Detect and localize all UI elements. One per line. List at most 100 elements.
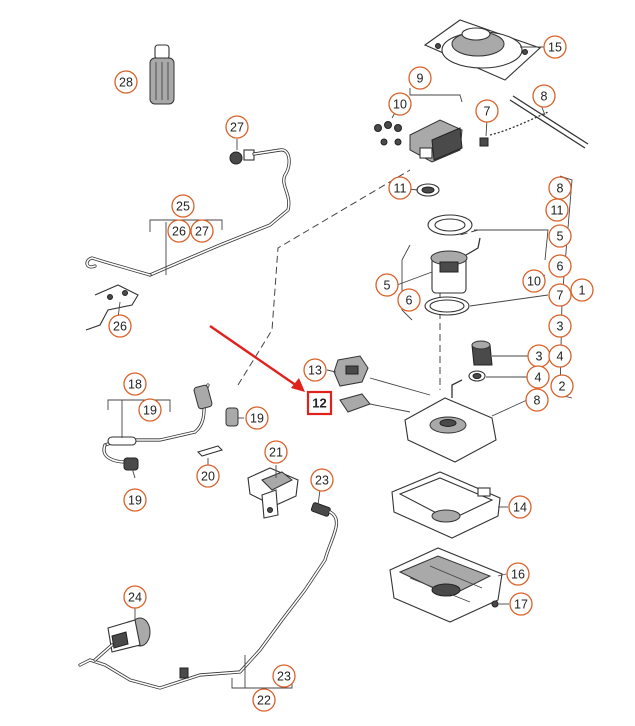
callout-circle xyxy=(310,468,334,492)
callout-c7b: 7 xyxy=(548,283,572,307)
callout-label: 23 xyxy=(277,670,291,684)
callout-label: 19 xyxy=(128,494,142,508)
callout-label: 8 xyxy=(557,182,564,196)
part-clip xyxy=(416,183,440,197)
callout-circle xyxy=(548,314,572,338)
callout-c25: 25 xyxy=(171,194,195,218)
part-control-unit xyxy=(374,119,489,163)
highlighted-callout: 12 xyxy=(306,390,333,416)
callout-c27a: 27 xyxy=(225,115,249,139)
callout-circle xyxy=(522,269,546,293)
part-seal-ring xyxy=(424,296,470,316)
callout-label: 27 xyxy=(230,121,244,135)
callout-circle xyxy=(548,344,572,368)
part-locking-ring xyxy=(427,214,473,236)
callout-circle xyxy=(506,562,530,586)
callout-circle xyxy=(245,406,269,430)
callout-c10a: 10 xyxy=(388,92,412,116)
callout-c11b: 11 xyxy=(545,198,569,222)
callout-circle xyxy=(171,194,195,218)
callout-label: 8 xyxy=(534,394,541,408)
callout-c10b: 10 xyxy=(522,269,546,293)
callout-circle xyxy=(196,464,220,488)
callout-c21: 21 xyxy=(264,440,288,464)
callout-c8a: 8 xyxy=(532,84,556,108)
callout-c23b: 23 xyxy=(272,664,296,688)
callout-circle xyxy=(532,84,556,108)
callout-circle xyxy=(548,224,572,248)
callout-label: 7 xyxy=(557,289,564,303)
callout-label: 21 xyxy=(269,446,283,460)
callout-c17: 17 xyxy=(509,592,533,616)
callout-c8c: 8 xyxy=(525,388,549,412)
callout-circle xyxy=(123,488,147,512)
part-bracket-left xyxy=(85,256,152,331)
part-fittings xyxy=(468,340,493,382)
highlight-arrow xyxy=(209,325,305,392)
callout-label: 20 xyxy=(201,470,215,484)
part-sensor-cable-upper xyxy=(148,148,291,277)
callout-c22: 22 xyxy=(252,688,276,712)
callout-label: 17 xyxy=(514,598,528,612)
callout-label: 5 xyxy=(384,279,391,293)
callout-c15: 15 xyxy=(543,35,567,59)
callout-c18: 18 xyxy=(123,372,147,396)
callout-label: 9 xyxy=(417,72,424,86)
callout-c9: 9 xyxy=(408,66,432,90)
callout-c11a: 11 xyxy=(388,176,412,200)
callout-label: 18 xyxy=(128,378,142,392)
callout-c4a: 4 xyxy=(548,344,572,368)
callout-circle xyxy=(548,254,572,278)
callout-label: 26 xyxy=(172,225,186,239)
part-adhesive-strip xyxy=(196,445,224,457)
callout-circle xyxy=(550,374,574,398)
callout-label: 11 xyxy=(551,204,564,218)
callout-c13: 13 xyxy=(303,358,327,382)
callout-c2: 2 xyxy=(550,374,574,398)
callout-c4b: 4 xyxy=(526,365,550,389)
callout-label: 6 xyxy=(406,294,413,308)
part-tank-base xyxy=(404,379,497,463)
callout-label: 2 xyxy=(559,380,566,394)
callout-circle xyxy=(303,358,327,382)
callout-circle xyxy=(408,66,432,90)
callout-c7a: 7 xyxy=(475,99,499,123)
callout-c14: 14 xyxy=(508,495,532,519)
callout-circle xyxy=(190,219,214,243)
callout-c5b: 5 xyxy=(375,273,399,297)
part-tray xyxy=(391,471,501,539)
part-connectors xyxy=(333,355,431,413)
callout-label: 15 xyxy=(548,41,562,55)
callout-label: 25 xyxy=(176,200,190,214)
callout-c26a: 26 xyxy=(167,219,191,243)
callout-c16: 16 xyxy=(506,562,530,586)
callout-label: 16 xyxy=(511,568,525,582)
callout-circle xyxy=(272,664,296,688)
part-grease-tube xyxy=(149,44,175,105)
callout-c23a: 23 xyxy=(310,468,334,492)
callout-circle xyxy=(397,288,421,312)
callout-c3a: 3 xyxy=(548,314,572,338)
callout-label: 7 xyxy=(484,105,491,119)
callout-circle xyxy=(114,70,138,94)
callout-c1: 1 xyxy=(570,278,594,302)
part-hose-and-rod xyxy=(489,95,589,149)
callout-label: 4 xyxy=(557,350,564,364)
highlighted-callout-label: 12 xyxy=(312,396,326,411)
callout-circle xyxy=(570,278,594,302)
callout-circle xyxy=(508,495,532,519)
callout-label: 24 xyxy=(128,591,142,605)
callout-circle xyxy=(138,398,162,422)
callout-label: 10 xyxy=(527,275,541,289)
callout-label: 8 xyxy=(541,90,548,104)
callout-c24: 24 xyxy=(123,585,147,609)
callout-label: 11 xyxy=(394,182,407,196)
part-pump-module xyxy=(430,237,481,294)
callout-circle xyxy=(475,99,499,123)
callout-label: 27 xyxy=(195,225,209,239)
part-bottom-housing xyxy=(389,547,503,623)
callout-c19a: 19 xyxy=(138,398,162,422)
callout-circle xyxy=(388,176,412,200)
